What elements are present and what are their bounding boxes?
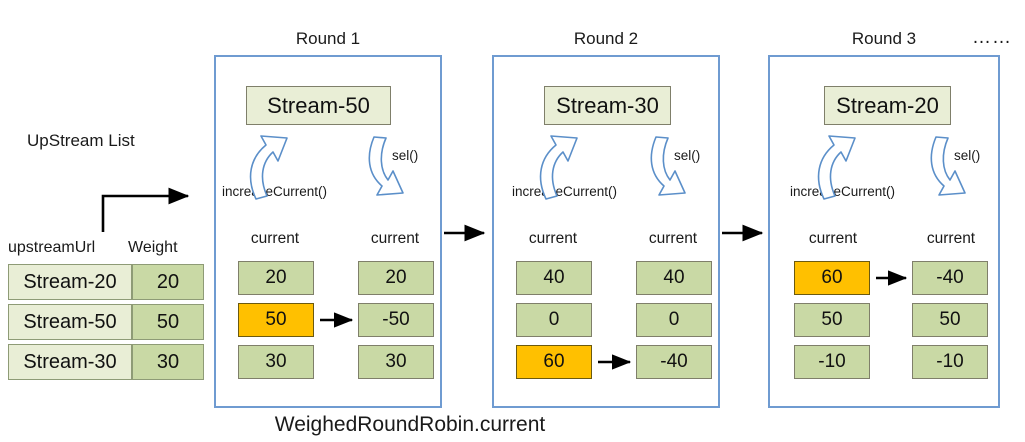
- column-header-after-3: current: [926, 230, 976, 247]
- round-title-2: Round 2: [573, 29, 639, 48]
- current-cell-before-r2-1: 0: [516, 303, 592, 337]
- sel-label-1: sel(): [392, 148, 419, 163]
- round-title-1: Round 1: [295, 29, 361, 48]
- increase-current-label-3: increaseCurrent(): [790, 184, 896, 199]
- current-cell-before-r1-0: 20: [238, 261, 314, 295]
- table-row: 20: [132, 264, 204, 300]
- column-header-before-1: current: [250, 230, 300, 247]
- table-row: 30: [132, 344, 204, 380]
- increase-current-label-2: increaseCurrent(): [512, 184, 618, 199]
- column-header-after-2: current: [648, 230, 698, 247]
- sel-label-3: sel(): [954, 148, 981, 163]
- column-header-before-3: current: [808, 230, 858, 247]
- table-row: Stream-30: [8, 344, 132, 380]
- column-header-after-1: current: [370, 230, 420, 247]
- table-row: 50: [132, 304, 204, 340]
- increase-current-label-1: increaseCurrent(): [222, 184, 328, 199]
- current-cell-after-r2-2: -40: [636, 345, 712, 379]
- upstream-list-title: UpStream List: [27, 131, 135, 150]
- current-cell-before-r2-0: 40: [516, 261, 592, 295]
- current-cell-after-r2-0: 40: [636, 261, 712, 295]
- selected-stream-box-2: Stream-30: [544, 86, 671, 125]
- selected-stream-box-1: Stream-50: [246, 86, 391, 125]
- current-cell-before-r3-2: -10: [794, 345, 870, 379]
- current-cell-after-r2-1: 0: [636, 303, 712, 337]
- current-cell-after-r1-2: 30: [358, 345, 434, 379]
- round-panel-3: [768, 55, 1000, 408]
- current-cell-after-r1-0: 20: [358, 261, 434, 295]
- column-header-before-2: current: [528, 230, 578, 247]
- current-cell-before-r1-2: 30: [238, 345, 314, 379]
- table-header-weight: Weight: [128, 239, 178, 256]
- table-header-upstreamurl: upstreamUrl: [8, 239, 96, 256]
- current-cell-after-r3-0: -40: [912, 261, 988, 295]
- current-cell-after-r3-2: -10: [912, 345, 988, 379]
- sel-label-2: sel(): [674, 148, 701, 163]
- current-cell-after-r3-1: 50: [912, 303, 988, 337]
- current-cell-before-r3-1: 50: [794, 303, 870, 337]
- round-title-3: Round 3: [851, 29, 917, 48]
- current-cell-before-r1-1: 50: [238, 303, 314, 337]
- table-row: Stream-20: [8, 264, 132, 300]
- selected-stream-box-3: Stream-20: [824, 86, 951, 125]
- upstream-to-round1-arrow: [101, 187, 190, 232]
- current-cell-before-r3-0: 60: [794, 261, 870, 295]
- round-panel-1: [214, 55, 442, 408]
- ellipsis-indicator: ……: [972, 27, 1012, 48]
- current-cell-after-r1-1: -50: [358, 303, 434, 337]
- diagram-caption: WeighedRoundRobin.current: [274, 413, 546, 436]
- round-panel-2: [492, 55, 720, 408]
- table-row: Stream-50: [8, 304, 132, 340]
- current-cell-before-r2-2: 60: [516, 345, 592, 379]
